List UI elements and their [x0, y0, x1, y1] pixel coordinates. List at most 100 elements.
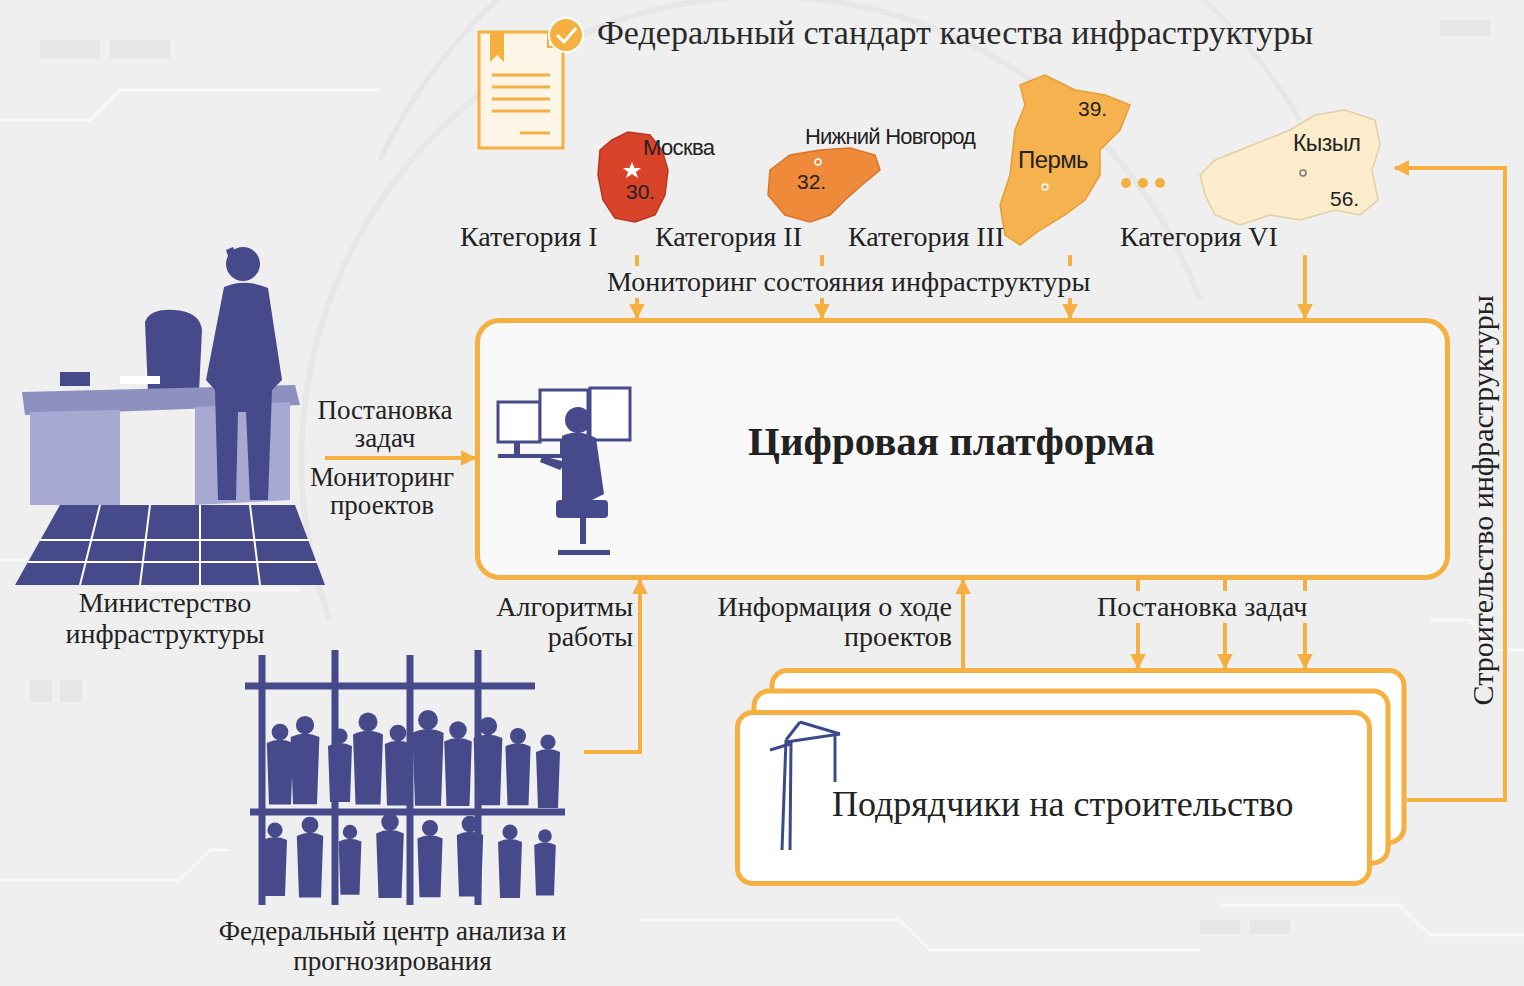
ministry-figure-drawing-part-part	[199, 505, 201, 585]
map-region-drawing-part	[768, 148, 880, 222]
ministry-figure-drawing	[15, 247, 325, 585]
analysis-center-figure-drawing-part-part	[343, 825, 357, 839]
circuit-rects-part	[110, 40, 170, 58]
map-region-drawing	[1000, 75, 1130, 245]
analysis-center-figure-drawing-part-part	[479, 717, 497, 735]
flow-arrow	[325, 456, 475, 460]
map-region-drawing-part	[1042, 184, 1048, 190]
circuit-pattern	[0, 0, 1524, 950]
circuit-rects-part	[60, 680, 82, 702]
ministry-figure-drawing-part-part	[40, 539, 310, 541]
check-badge	[549, 18, 583, 52]
ellipsis-dots-part	[1155, 178, 1165, 188]
standard-document-icon-part	[492, 75, 550, 133]
arrow-label: Постановка задач	[1093, 591, 1311, 623]
actor-label: Федеральный центр анализа и прогнозирова…	[205, 917, 580, 976]
contractors-box-drawing-part-part	[834, 736, 837, 782]
analysis-center-figure-drawing-part-part	[474, 734, 503, 805]
analysis-center-figure-drawing-part	[245, 650, 565, 905]
analysis-center-figure-drawing-part-part	[328, 743, 352, 802]
standard-document-icon-part	[490, 32, 504, 62]
region-number: 30.	[626, 180, 655, 204]
platform-box-drawing-part	[498, 407, 610, 555]
contractors-box-drawing-part-part	[782, 740, 786, 850]
check-badge-part	[557, 28, 576, 42]
analysis-center-figure-drawing-part-part	[267, 822, 282, 837]
analysis-center-figure-drawing-part-part	[297, 833, 323, 898]
analysis-center-figure-drawing-part-part	[444, 738, 472, 806]
map-region-drawing	[768, 148, 880, 222]
standard-document-icon-part-part	[492, 98, 550, 101]
category-label: Категория III	[848, 221, 1004, 253]
analysis-center-figure-drawing-part-part	[510, 728, 526, 744]
region-number: 56.	[1330, 187, 1359, 211]
ministry-figure-drawing-part	[226, 247, 260, 281]
contractors-box-drawing-part-part	[786, 734, 840, 742]
analysis-center-figure-drawing-part-part	[536, 749, 560, 808]
standard-document-icon-part-part	[520, 132, 550, 135]
arrow-label: Информация о ходе проектов	[712, 592, 952, 652]
contractors-box-drawing-part	[770, 722, 840, 850]
platform-box-drawing-part	[478, 321, 1448, 578]
circuit-rects-part	[40, 40, 100, 58]
analysis-center-figure-drawing-part-part	[418, 710, 438, 730]
analysis-center-figure-drawing-part-part	[502, 824, 517, 839]
platform-box-drawing-part-part	[540, 456, 566, 470]
platform-box-drawing-part	[498, 388, 630, 442]
ministry-figure-drawing-part-part	[28, 561, 318, 563]
analysis-center-figure-drawing-part-part	[250, 809, 565, 816]
contractors-box-shape	[735, 668, 1407, 887]
platform-box-drawing-part-part	[562, 432, 604, 502]
contractors-box-drawing-part-part	[770, 744, 790, 750]
platform-box-drawing-part-part	[498, 402, 540, 442]
analysis-center-figure-drawing-part-part	[457, 832, 483, 897]
platform-box-drawing-part-part	[498, 454, 568, 458]
circuit-rects	[30, 20, 1490, 934]
standard-document-icon-part-part	[492, 110, 550, 113]
standard-document-icon	[479, 32, 563, 148]
analysis-center-figure-drawing-part-part	[449, 721, 466, 738]
standard-heading: Федеральный стандарт качества инфраструк…	[597, 13, 1313, 52]
analysis-center-figure-drawing-part-part	[505, 743, 530, 805]
ellipsis-dots-part	[1138, 178, 1148, 188]
ellipsis-dots	[1121, 178, 1165, 188]
ministry-figure-drawing-part	[195, 402, 290, 505]
analysis-center-figure-drawing-part-part	[412, 729, 443, 806]
region-number: 39.	[1078, 97, 1107, 121]
platform-box-drawing	[478, 321, 1448, 578]
map-region-drawing-part	[623, 162, 641, 178]
analysis-center-figure-drawing-part-part	[302, 817, 319, 834]
contractors-box-drawing-part-part	[738, 713, 1370, 884]
flow-arrow	[961, 580, 965, 668]
contractors-box-drawing-part-part	[786, 722, 800, 740]
map-region-drawing	[1200, 110, 1380, 225]
analysis-center-figure-drawing-part-part	[390, 725, 407, 742]
circuit-rects-part	[1440, 20, 1490, 36]
category-label: Категория I	[460, 221, 598, 253]
contractors-title: Подрядчики на строительство	[832, 784, 1294, 825]
circuit-pattern-part	[1220, 905, 1524, 935]
platform-box-drawing-part-part	[556, 500, 608, 518]
arrow-label: Алгоритмы работы	[463, 592, 633, 652]
ministry-figure-drawing-part	[226, 247, 240, 268]
circuit-pattern-part	[0, 90, 380, 120]
city-name: Кызыл	[1293, 130, 1360, 156]
analysis-center-figure-drawing-part-part	[381, 813, 398, 830]
contractors-box-drawing-part	[738, 671, 1405, 884]
ministry-figure: Министерство инфраструктуры	[15, 240, 325, 660]
flow-arrow	[1303, 255, 1307, 318]
analysis-center-figure-drawing-part-part	[540, 734, 555, 749]
analysis-center-figure-drawing-part-part	[291, 733, 320, 804]
arrow-label: Строительство инфраструктуры	[1466, 295, 1501, 705]
analysis-center-figure-drawing-part-part	[353, 731, 383, 805]
analysis-center-figure-drawing	[245, 650, 565, 905]
analysis-center-figure-drawing-part-part	[462, 816, 479, 833]
circuit-rects-part	[1250, 920, 1290, 934]
ministry-figure-drawing-part	[60, 372, 90, 386]
contractors-box-drawing	[738, 671, 1405, 884]
analysis-center-figure-drawing-part-part	[245, 683, 535, 690]
analysis-center-figure-drawing-part-part	[263, 837, 287, 896]
platform-box-drawing-part-part	[565, 407, 591, 433]
